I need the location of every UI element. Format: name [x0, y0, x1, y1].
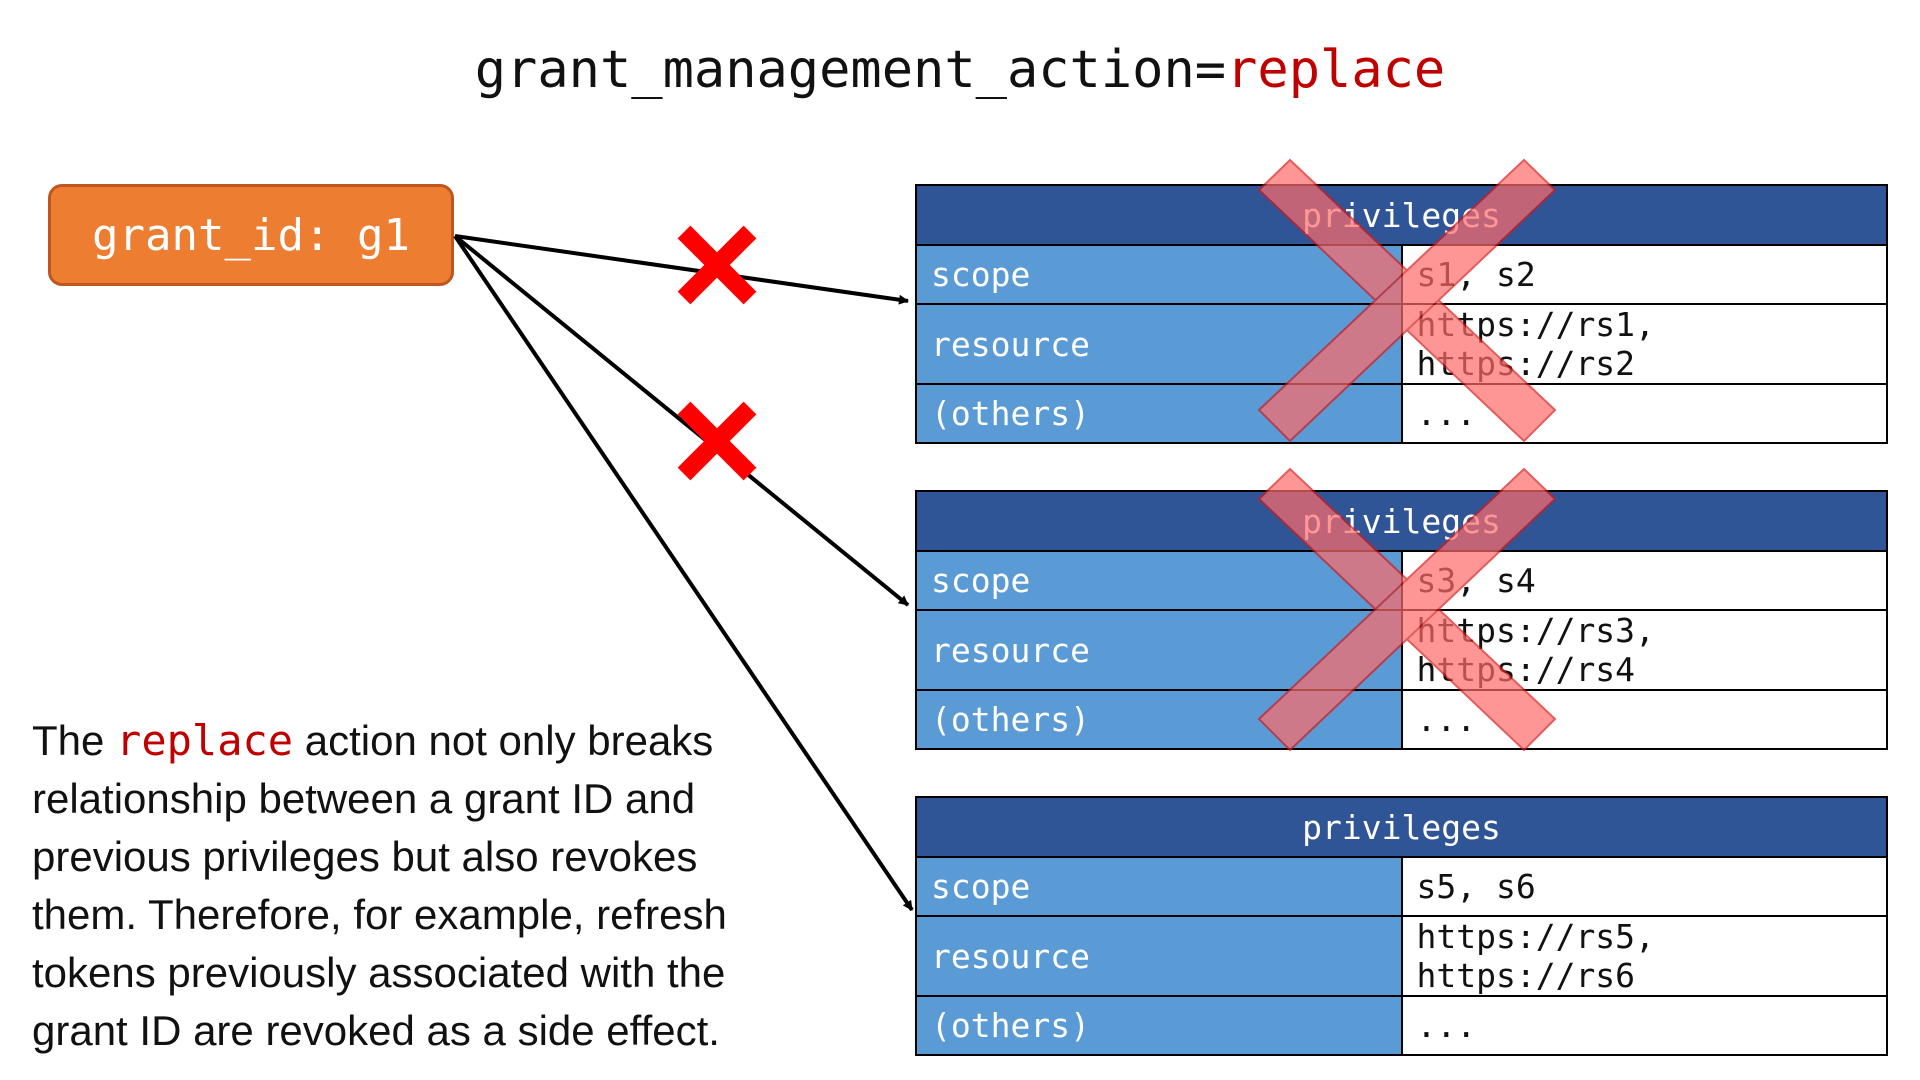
revoked-x-overlay-1: [1257, 158, 1557, 443]
page-title: grant_management_action=replace: [0, 40, 1920, 100]
broken-link-x-icon-2: [677, 401, 757, 481]
arrow-to-table-2: [453, 234, 910, 607]
table-header: privileges: [915, 184, 1888, 246]
row-value-resource: https://rs5, https://rs6: [1400, 915, 1888, 997]
description-before: The: [32, 717, 117, 764]
title-prefix: grant_management_action=: [474, 40, 1227, 100]
row-key-scope: scope: [915, 550, 1403, 611]
row-value-scope: s1, s2: [1400, 244, 1888, 305]
description-after: action not only breaks relationship betw…: [32, 717, 727, 1054]
grant-id-box: grant_id: g1: [48, 184, 454, 286]
row-key-scope: scope: [915, 856, 1403, 917]
row-value-scope: s5, s6: [1400, 856, 1888, 917]
grant-id-label: grant_id: g1: [92, 209, 410, 261]
broken-link-x-icon-1: [677, 225, 757, 305]
privileges-table-3: privileges scope s5, s6 resource https:/…: [915, 796, 1888, 1056]
arrow-to-table-1: [454, 234, 909, 305]
row-key-resource: resource: [915, 303, 1403, 385]
row-key-scope: scope: [915, 244, 1403, 305]
revoked-x-overlay-2: [1257, 467, 1557, 752]
row-key-others: (others): [915, 995, 1403, 1056]
description-code: replace: [116, 716, 294, 765]
table-header: privileges: [915, 796, 1888, 858]
row-value-others: ...: [1400, 995, 1888, 1056]
description-text: The replace action not only breaks relat…: [32, 712, 792, 1060]
table-header: privileges: [915, 490, 1888, 552]
arrow-to-table-3: [453, 234, 914, 912]
title-action: replace: [1226, 40, 1446, 100]
row-key-resource: resource: [915, 915, 1403, 997]
